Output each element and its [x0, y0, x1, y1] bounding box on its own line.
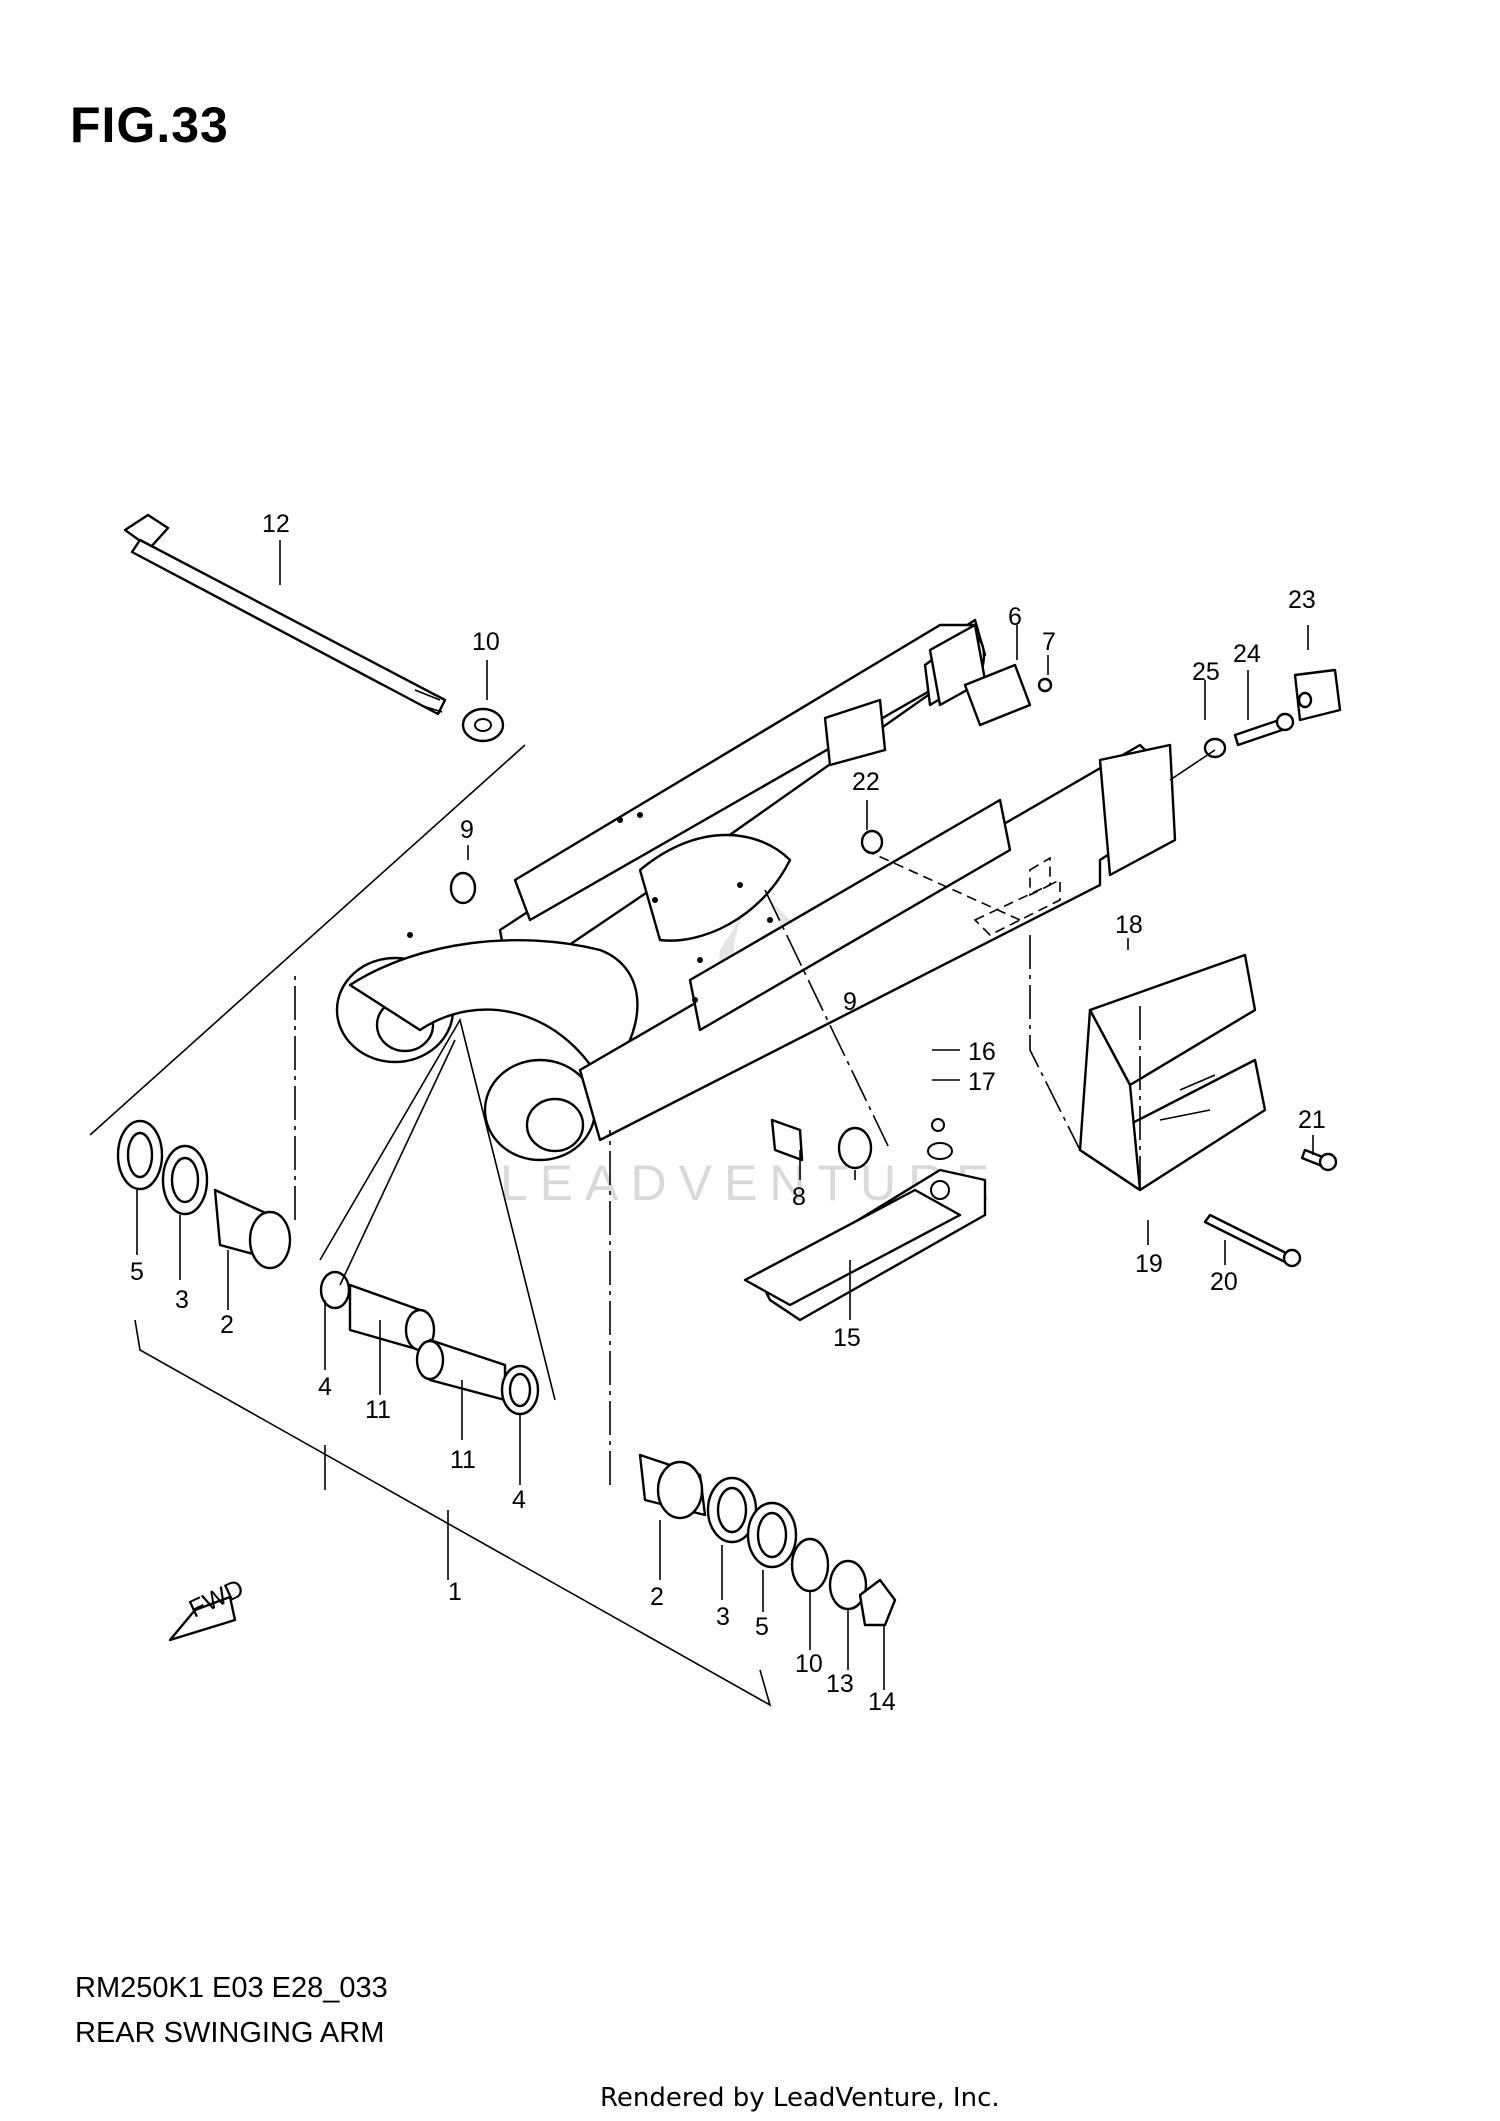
- chain-slider: [743, 1118, 987, 1322]
- render-credit: Rendered by LeadVenture, Inc.: [600, 2083, 1000, 2113]
- callout-16: 16: [968, 1038, 996, 1066]
- callout-23: 23: [1288, 586, 1316, 614]
- callout-11-left: 11: [365, 1396, 391, 1424]
- leader-lines: [89, 540, 1314, 1707]
- callout-15: 15: [833, 1324, 861, 1352]
- callout-2-left: 2: [220, 1311, 234, 1339]
- callout-12: 12: [262, 510, 290, 538]
- callout-21: 21: [1298, 1106, 1326, 1134]
- callout-8: 8: [792, 1183, 806, 1211]
- forward-direction-arrow: FWD: [168, 1574, 248, 1642]
- callout-1: 1: [448, 1578, 462, 1606]
- callout-11-right: 11: [450, 1446, 476, 1474]
- callout-5-left: 5: [130, 1258, 144, 1286]
- callout-20: 20: [1210, 1268, 1238, 1296]
- model-code: RM250K1 E03 E28_033: [75, 1972, 388, 2004]
- callout-13: 13: [826, 1670, 854, 1698]
- callout-17: 17: [968, 1068, 996, 1096]
- callout-25: 25: [1192, 658, 1220, 686]
- callout-19: 19: [1135, 1250, 1163, 1278]
- callout-18: 18: [1115, 911, 1143, 939]
- callout-6: 6: [1008, 603, 1022, 631]
- callout-10-upper: 10: [472, 628, 500, 656]
- swinging-arm: [335, 618, 1177, 1162]
- callout-24: 24: [1233, 640, 1261, 668]
- callout-3-right: 3: [716, 1603, 730, 1631]
- assembly-title: REAR SWINGING ARM: [75, 2017, 385, 2049]
- watermark: LEADVENTURE: [500, 900, 990, 1211]
- callout-9-upper: 9: [460, 816, 474, 844]
- right-bearing-stack: [638, 1118, 897, 1627]
- callout-5-right: 5: [755, 1613, 769, 1641]
- callout-22: 22: [852, 768, 880, 796]
- callout-7: 7: [1042, 628, 1056, 656]
- callout-4-right: 4: [512, 1486, 526, 1514]
- callout-2-right: 2: [650, 1583, 664, 1611]
- callout-4-left: 4: [318, 1373, 332, 1401]
- chain-guide: [1078, 953, 1338, 1268]
- callout-9-lower: 9: [843, 988, 857, 1016]
- callout-3-left: 3: [175, 1286, 189, 1314]
- pivot-shaft: [123, 513, 447, 716]
- chain-adjuster-parts: [860, 663, 1342, 855]
- left-bearing-stack: [116, 707, 540, 1416]
- callout-10-lower: 10: [795, 1650, 823, 1678]
- callout-14: 14: [868, 1688, 896, 1716]
- callout-labels: 1 2 2 3 3 4 4 5 5 6 7 8 9 9 10 10 11 11 …: [130, 510, 1326, 1716]
- figure-title: FIG.33: [70, 97, 229, 153]
